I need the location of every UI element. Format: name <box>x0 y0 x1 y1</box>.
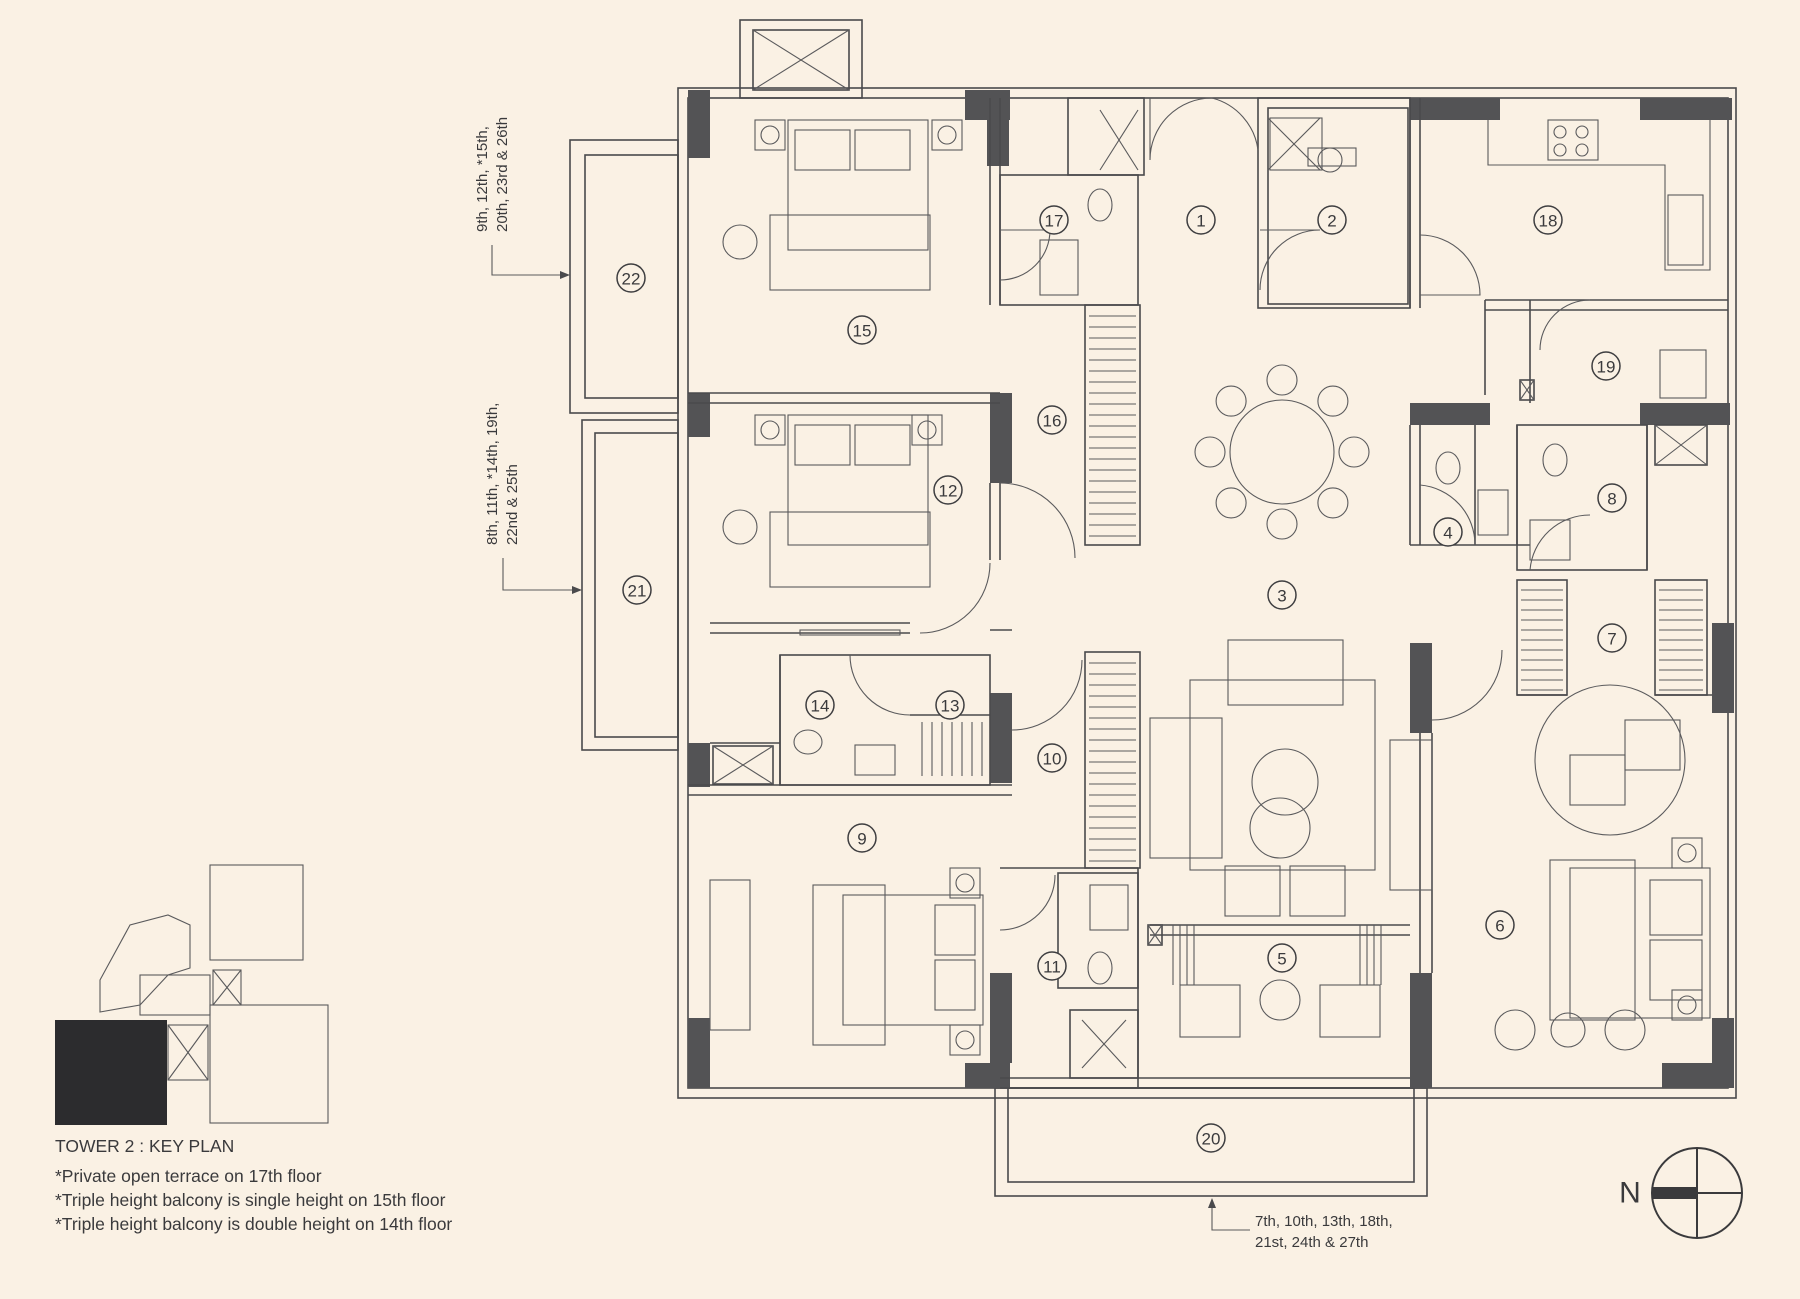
room-label-circle <box>1186 205 1216 235</box>
room-label-circle <box>1591 351 1621 381</box>
room-label-10: 10 <box>1037 743 1067 773</box>
room-label-number: 22 <box>622 270 641 289</box>
room-label-circle <box>1267 580 1297 610</box>
room-label-circle <box>1039 205 1069 235</box>
room-label-number: 8 <box>1607 490 1616 509</box>
room-label-number: 19 <box>1597 358 1616 377</box>
room-label-circle <box>1597 483 1627 513</box>
level-label-20: 7th, 10th, 13th, 18th, 21st, 24th & 27th <box>1208 1198 1393 1251</box>
room-label-1: 1 <box>1186 205 1216 235</box>
level-text-22-line1: 9th, 12th, *15th, <box>474 126 491 232</box>
room-label-14: 14 <box>805 690 835 720</box>
room-label-number: 11 <box>1043 958 1061 977</box>
room-label-number: 1 <box>1196 212 1205 231</box>
room-label-number: 5 <box>1277 950 1286 969</box>
level-text-20-line2: 21st, 24th & 27th <box>1255 1234 1368 1251</box>
room-label-4: 4 <box>1433 517 1463 547</box>
room-label-circle <box>622 575 652 605</box>
doors <box>849 97 1591 931</box>
room-label-number: 12 <box>939 482 958 501</box>
key-plan-note-2: *Triple height balcony is single height … <box>55 1190 446 1210</box>
room-label-number: 15 <box>853 322 872 341</box>
room-label-number: 9 <box>857 830 866 849</box>
room-label-18: 18 <box>1533 205 1563 235</box>
room-label-circle <box>805 690 835 720</box>
room-label-2: 2 <box>1317 205 1347 235</box>
level-text-21-line2: 22nd & 25th <box>504 464 521 545</box>
room-label-circle <box>933 475 963 505</box>
room-label-19: 19 <box>1591 351 1621 381</box>
room-label-11: 11 <box>1037 951 1067 981</box>
room-label-circle <box>1267 943 1297 973</box>
level-label-21: 8th, 11th, *14th, 19th, 22nd & 25th <box>484 403 582 594</box>
room-label-number: 2 <box>1327 212 1336 231</box>
room-label-number: 4 <box>1443 524 1452 543</box>
room-label-number: 18 <box>1539 212 1558 231</box>
room-label-13: 13 <box>935 690 965 720</box>
room-label-circle <box>935 690 965 720</box>
room-label-circle <box>1037 951 1067 981</box>
interior-walls <box>688 97 1728 1089</box>
level-text-22-line2: 20th, 23rd & 26th <box>494 117 511 232</box>
room-label-17: 17 <box>1039 205 1069 235</box>
room-label-number: 6 <box>1495 917 1504 936</box>
wardrobe-hatching <box>921 315 1703 862</box>
key-plan-note-1: *Private open terrace on 17th floor <box>55 1166 322 1186</box>
compass-north-label: N <box>1619 1177 1641 1210</box>
room-label-circle <box>616 263 646 293</box>
key-plan-note-3: *Triple height balcony is double height … <box>55 1214 453 1234</box>
room-label-number: 13 <box>941 697 960 716</box>
room-label-number: 7 <box>1607 630 1616 649</box>
room-label-5: 5 <box>1267 943 1297 973</box>
room-label-8: 8 <box>1597 483 1627 513</box>
room-label-circle <box>1037 743 1067 773</box>
level-text-21-line1: 8th, 11th, *14th, 19th, <box>484 403 501 545</box>
room-label-9: 9 <box>847 823 877 853</box>
room-label-20: 20 <box>1196 1123 1226 1153</box>
room-label-3: 3 <box>1267 580 1297 610</box>
furniture <box>709 119 1711 1056</box>
room-label-6: 6 <box>1485 910 1515 940</box>
room-label-7: 7 <box>1597 623 1627 653</box>
room-label-15: 15 <box>847 315 877 345</box>
room-label-12: 12 <box>933 475 963 505</box>
north-compass: N <box>1619 1147 1743 1239</box>
room-label-number: 14 <box>811 697 830 716</box>
room-label-circle <box>1317 205 1347 235</box>
room-label-circle <box>1597 623 1627 653</box>
level-text-20-line1: 7th, 10th, 13th, 18th, <box>1255 1213 1393 1230</box>
room-label-circle <box>1196 1123 1226 1153</box>
key-plan-diagram <box>55 864 329 1125</box>
room-label-circle <box>1485 910 1515 940</box>
room-label-number: 3 <box>1277 587 1286 606</box>
room-label-21: 21 <box>622 575 652 605</box>
room-label-number: 20 <box>1202 1130 1221 1149</box>
room-label-16: 16 <box>1037 405 1067 435</box>
room-label-circle <box>847 823 877 853</box>
level-label-22: 9th, 12th, *15th, 20th, 23rd & 26th <box>474 117 570 279</box>
room-label-number: 16 <box>1043 412 1062 431</box>
room-label-number: 21 <box>628 582 647 601</box>
room-label-circle <box>1533 205 1563 235</box>
key-plan-title: TOWER 2 : KEY PLAN <box>55 1136 235 1156</box>
room-label-circle <box>1037 405 1067 435</box>
room-label-number: 10 <box>1043 750 1062 769</box>
room-label-circle <box>847 315 877 345</box>
columns <box>688 90 1734 1088</box>
room-label-circle <box>1433 517 1463 547</box>
room-label-number: 17 <box>1045 212 1064 231</box>
room-label-22: 22 <box>616 263 646 293</box>
